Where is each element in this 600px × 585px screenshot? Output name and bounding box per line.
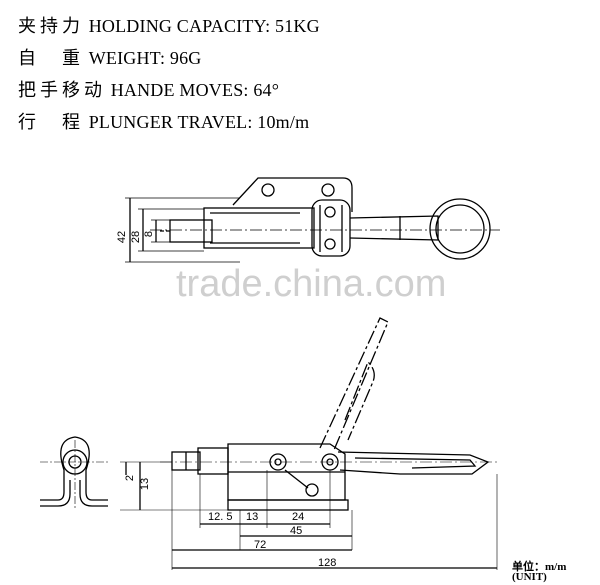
side-plunger-nut [197,447,229,475]
end-view [40,436,110,510]
dim-128: 128 [318,557,336,569]
top-link [311,199,351,257]
spec-value: 10m/m [257,112,310,132]
spec-value: 64° [253,80,280,100]
dim-2: 2 [124,475,136,481]
spec-value: 51KG [275,16,320,36]
spec-weight: 自 重 WEIGHT: 96G [18,44,202,70]
top-ring-handle [429,198,491,260]
spec-label-en: HOLDING CAPACITY: [88,16,271,36]
side-pivot-3 [305,483,319,497]
spec-label-cn: 自 重 [18,48,84,68]
side-body [227,443,346,501]
spec-label-cn: 行 程 [18,112,84,132]
spec-label-en: HANDE MOVES: [110,80,249,100]
top-bracket [232,177,353,212]
end-bracket [40,436,108,501]
dim-42: 42 [116,231,128,243]
dim-72: 72 [254,539,266,551]
side-view: 2 13 12. 5 13 24 45 72 128 [120,317,500,570]
dim-45: 45 [290,525,302,537]
top-bracket-hole-right [321,183,335,197]
spec-label-cn: 夹持力 [18,16,84,36]
side-handle-open [319,317,389,451]
spec-label-en: PLUNGER TRAVEL: [88,112,253,132]
unit-label: 单位：m/m [512,561,567,573]
dim-13-vertical: 13 [139,478,151,490]
spec-handle-moves: 把手移动 HANDE MOVES: 64° [18,76,279,102]
dim-28: 28 [130,231,142,243]
spec-label-en: WEIGHT: [88,48,166,68]
top-plunger [169,219,213,243]
top-view: 42 28 8 [116,177,500,263]
spec-label-cn: 把手移动 [18,80,106,100]
dim-24: 24 [292,511,304,523]
side-handle-closed [337,451,490,475]
dim-12-5: 12. 5 [208,511,232,523]
dim-8: 8 [143,231,155,237]
unit-label-en: (UNIT) [512,571,547,583]
watermark: trade.china.com [176,263,446,305]
spec-value: 96G [169,48,202,68]
top-bracket-hole-left [261,183,275,197]
spec-holding-capacity: 夹持力 HOLDING CAPACITY: 51KG [18,12,320,38]
top-body [203,207,315,249]
spec-plunger-travel: 行 程 PLUNGER TRAVEL: 10m/m [18,108,309,134]
side-base [227,499,349,511]
dim-13: 13 [246,511,258,523]
top-handle-arm [349,215,439,241]
